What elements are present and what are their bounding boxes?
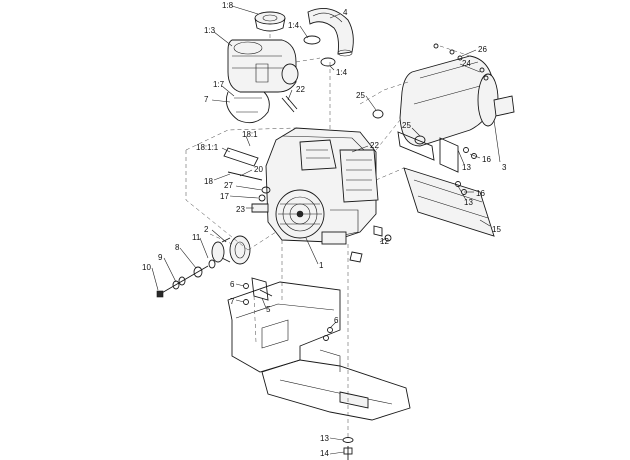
callout-20: 20	[254, 165, 263, 174]
callout-22: 22	[296, 85, 305, 94]
callout-1-8: 1:8	[222, 1, 234, 10]
engine-mount-bracket	[243, 277, 333, 341]
callout-22: 22	[370, 141, 379, 150]
callout-7: 7	[204, 95, 209, 104]
callout-25: 25	[356, 91, 365, 100]
callout-12: 12	[380, 237, 389, 246]
callout-13: 13	[320, 434, 329, 443]
chassis-frame	[227, 281, 411, 421]
callout-25: 25	[402, 121, 411, 130]
air-cleaner-body	[227, 39, 299, 93]
callout-6: 6	[334, 316, 339, 325]
callout-10: 10	[142, 263, 151, 272]
pulley	[211, 235, 251, 265]
callout-17: 17	[220, 192, 229, 201]
callout-1-4: 1:4	[336, 68, 348, 77]
callout-15: 15	[492, 225, 501, 234]
callout-23: 23	[236, 205, 245, 214]
callout-4: 4	[343, 8, 348, 17]
callout-1-4: 1:4	[288, 21, 300, 30]
callout-13: 13	[464, 198, 473, 207]
callout-14: 14	[320, 449, 329, 458]
muffler-bolts	[433, 43, 489, 195]
engine-hardware	[349, 225, 392, 263]
callout-26: 26	[478, 45, 487, 54]
callout-9: 9	[158, 253, 163, 262]
callout-3: 3	[502, 163, 507, 172]
callout-16: 16	[476, 189, 485, 198]
air-cleaner-bracket	[225, 91, 270, 124]
bottom-bolt	[342, 437, 354, 460]
callout-18-1-1: 18:1:1	[196, 143, 219, 152]
callout-6: 6	[230, 280, 235, 289]
callout-18-1: 18:1	[242, 130, 258, 139]
assembly-lines	[185, 34, 471, 440]
intake-hose	[307, 7, 354, 57]
callout-1: 1	[319, 261, 324, 270]
heat-shield	[403, 167, 495, 237]
callout-11: 11	[192, 233, 201, 242]
callout-18: 18	[204, 177, 213, 186]
callout-16: 16	[482, 155, 491, 164]
callout-24: 24	[462, 59, 471, 68]
callout-13: 13	[462, 163, 471, 172]
callout-labels: 1:8 4 1:3 1:4 1:4 26 24 1:7 7 22 25 18:1…	[142, 1, 507, 458]
rod-upper	[281, 95, 298, 113]
crank-hardware	[156, 259, 216, 298]
muffler-bracket	[397, 131, 459, 173]
air-cleaner-cap	[254, 11, 286, 32]
callout-7: 7	[230, 297, 235, 306]
leader-lines	[151, 5, 501, 455]
callout-1-3: 1:3	[204, 26, 216, 35]
engine-assembly	[265, 127, 379, 245]
callout-8: 8	[175, 243, 180, 252]
callout-27: 27	[224, 181, 233, 190]
small-hardware	[223, 147, 271, 213]
callout-5: 5	[266, 305, 271, 314]
muffler	[399, 55, 515, 147]
callout-1-7: 1:7	[213, 80, 225, 89]
hose-clamps	[303, 35, 336, 67]
callout-2: 2	[204, 225, 209, 234]
